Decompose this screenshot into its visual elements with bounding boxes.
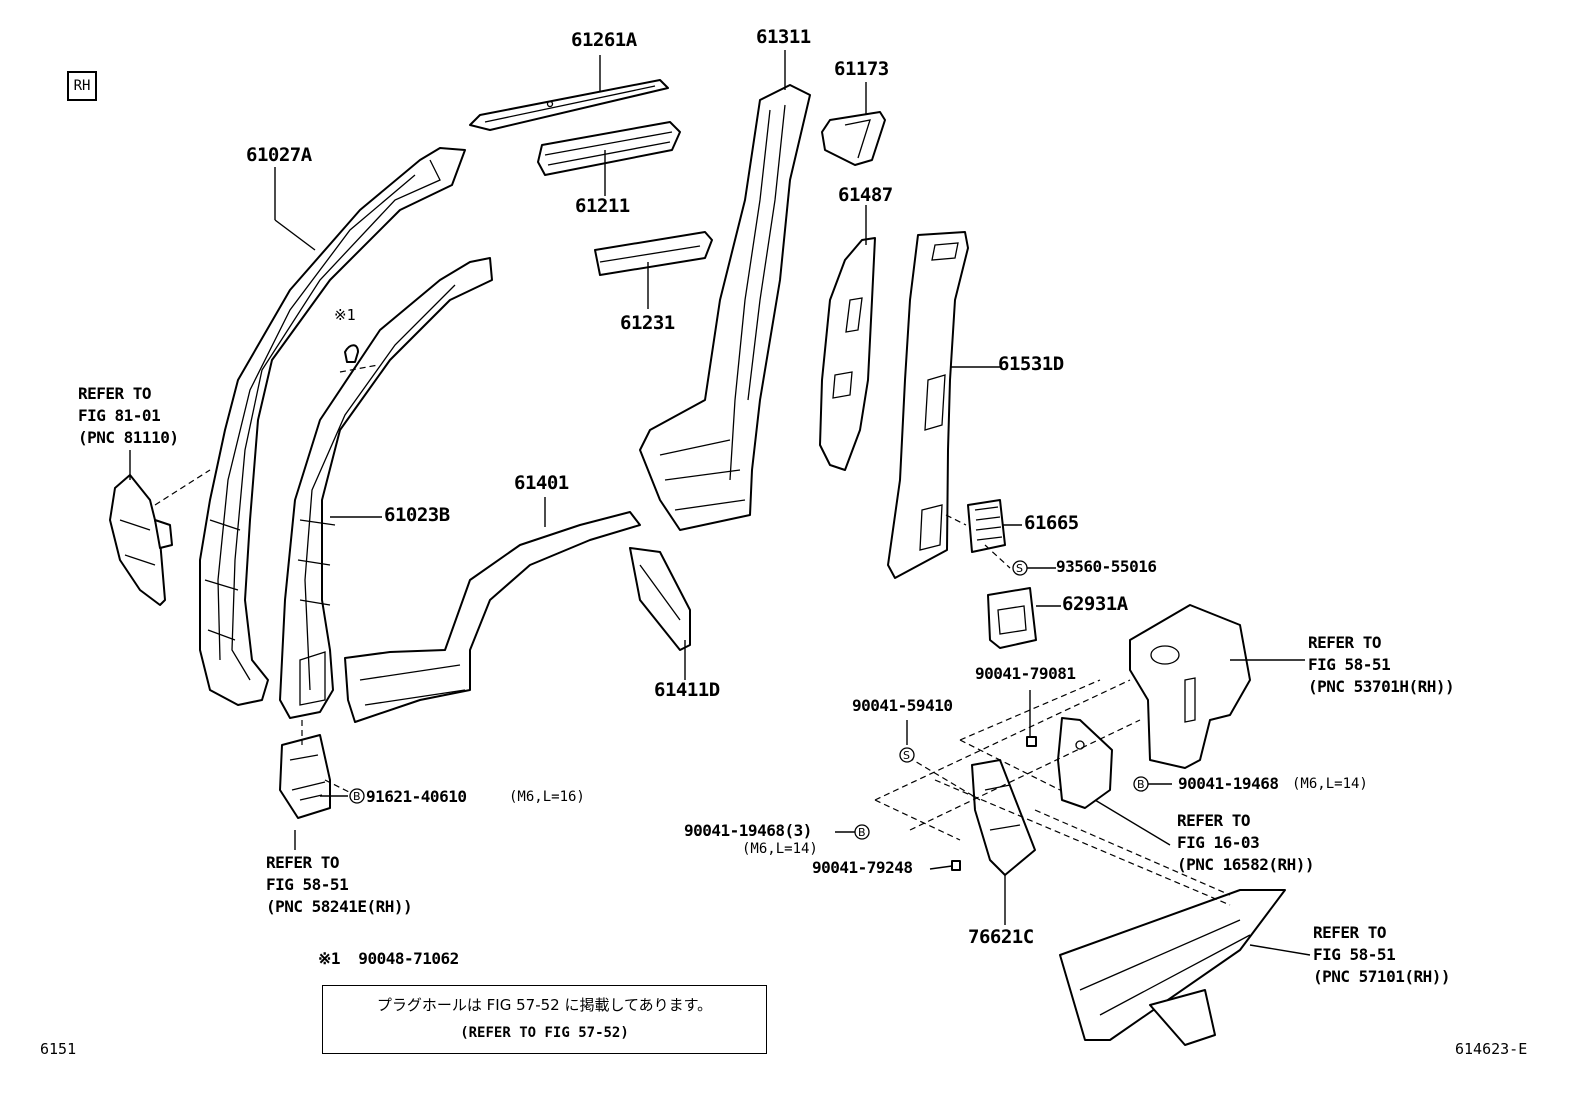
part-61211 [537,121,681,176]
label-61531D: 61531D [998,353,1064,375]
dashed-lines [154,364,1231,906]
symbol-b: B [353,790,361,803]
label-90041-79081: 90041-79081 [975,664,1076,683]
part-61027A [199,147,466,706]
part-61261A [469,79,669,131]
label-61311: 61311 [756,26,811,48]
label-62931A: 62931A [1062,593,1128,615]
note-reference: ※1 90048-71062 [318,949,459,968]
ref-fig-16-03: REFER TO FIG 16-03 (PNC 16582(RH)) [1177,811,1315,874]
label-90041-79248: 90041-79248 [812,858,913,877]
label-93560-55016: 93560-55016 [1056,557,1157,576]
part-62931A [987,587,1037,649]
label-61411D: 61411D [654,679,720,701]
part-ref-81110 [109,474,173,606]
label-76621C: 76621C [968,926,1034,948]
part-61665 [967,499,1006,553]
part-61173 [821,111,886,166]
label-mark-1: ※1 [334,306,356,324]
label-61261A: 61261A [571,29,637,51]
label-61211: 61211 [575,195,630,217]
part-90041-79081 [1026,736,1037,747]
part-61023B [279,257,493,719]
label-91621-40610: 91621-40610 [366,787,467,806]
note-box: プラグホールは FIG 57-52 に掲載してあります。 (REFER TO F… [322,985,767,1054]
ref-fig-58-51-58241E: REFER TO FIG 58-51 (PNC 58241E(RH)) [266,853,413,916]
part-61401 [344,511,641,723]
symbol-s: S [903,749,910,762]
footer-figure-id: 614623-E [1455,1040,1528,1058]
label-61401: 61401 [514,472,569,494]
part-61311 [639,84,811,531]
label-90041-19468-left: 90041-19468(3) [684,821,812,840]
part-61531D [887,231,969,579]
fastener-symbols: S S B B B [349,560,1149,840]
part-61487 [819,237,876,471]
part-61411D [629,547,691,651]
rh-badge: RH [67,71,97,101]
symbol-b: B [1137,778,1145,791]
label-90041-19468-left-spec: (M6,L=14) [742,841,818,857]
part-ref-57101 [1059,889,1286,1046]
label-90041-19468-right-spec: (M6,L=14) [1292,776,1368,792]
note-line-japanese: プラグホールは FIG 57-52 に掲載してあります。 [376,996,713,1014]
part-61231 [594,231,713,276]
ref-fig-81-01: REFER TO FIG 81-01 (PNC 81110) [78,384,179,447]
part-90041-79248 [951,860,961,871]
label-61173: 61173 [834,58,889,80]
label-90041-59410: 90041-59410 [852,696,953,715]
ref-fig-58-51-53701H: REFER TO FIG 58-51 (PNC 53701H(RH)) [1308,633,1455,696]
symbol-s: S [1016,562,1023,575]
footer-page-code: 6151 [40,1040,77,1058]
label-61023B: 61023B [384,504,450,526]
part-ref-16582 [1057,717,1113,809]
label-91621-spec: (M6,L=16) [509,789,585,805]
symbol-b: B [858,826,866,839]
label-61487: 61487 [838,184,893,206]
ref-fig-58-51-57101: REFER TO FIG 58-51 (PNC 57101(RH)) [1313,923,1451,986]
part-ref-53701H [1129,604,1251,769]
label-61231: 61231 [620,312,675,334]
part-ref-58241E [279,734,331,819]
clip-61173 [344,344,359,363]
label-61027A: 61027A [246,144,312,166]
part-76621C [971,759,1036,876]
label-61665: 61665 [1024,512,1079,534]
label-90041-19468-right: 90041-19468 [1178,774,1279,793]
leader-lines [129,50,1311,956]
note-line-english: (REFER TO FIG 57-52) [460,1025,629,1041]
